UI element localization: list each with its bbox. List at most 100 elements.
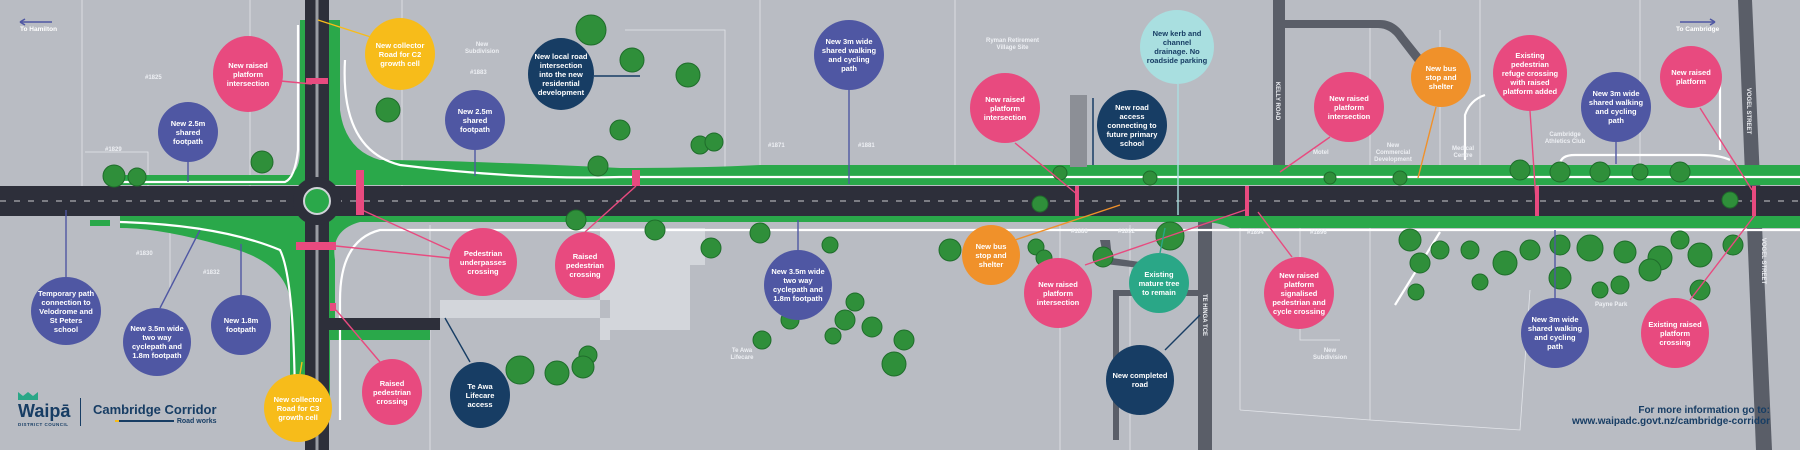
callout-bus-stop-shelter: New bus stop and shelter [962,225,1020,285]
logo-divider [80,398,81,426]
callout-raised-platform-intersection: New raised platform intersection [213,36,283,112]
tree-icon [1721,191,1739,209]
callout-local-road-intersection: New local road intersection into the new… [528,38,594,110]
tree-icon [544,360,570,386]
tree-icon [1471,273,1489,291]
tree-icon [250,150,274,174]
place-label: Motel [1313,150,1329,156]
callout-c2-collector-road: New collector Road for C2 growth cell [365,18,435,90]
tree-icon [881,351,907,377]
shared-paths [110,25,1800,421]
more-info: For more information go to: www.waipadc.… [1572,405,1770,427]
callout-bus-stop-shelter: New bus stop and shelter [1411,47,1471,107]
place-label: #1883 [470,70,487,76]
callout-raised-platform-intersection: New raised platform intersection [1024,258,1092,328]
place-label: #1881 [858,143,875,149]
place-label: #1892 [1118,229,1135,235]
callout-signalised-crossing: New raised platform signalised pedestria… [1264,257,1334,329]
place-label: Medical Centre [1451,146,1474,160]
tree-icon [861,316,883,338]
place-label: New Subdivision [1312,348,1347,362]
crown-icon [18,392,38,400]
tree-icon [1052,165,1068,181]
tree-icon [565,209,587,231]
tree-icon [1591,281,1609,299]
tree-icon [1509,159,1531,181]
tree-icon [1519,239,1541,261]
tree-icon [1323,171,1337,185]
place-label: #1894 [1247,230,1264,236]
leader-lines [65,19,1756,375]
callout-completed-road: New completed road [1106,345,1174,415]
council-name: Waipā [18,401,71,421]
tree-icon [1031,195,1049,213]
callout-cyclepath-footpath: New 3.5m wide two way cyclepath and 1.8m… [764,250,832,320]
tree-icon [704,132,724,152]
tree-icon [1430,240,1450,260]
council-subtitle: DISTRICT COUNCIL [18,422,69,427]
tree-icon [845,292,865,312]
tree-icon [1392,170,1408,186]
tree-icon [575,14,607,46]
callout-c3-collector-road: New collector Road for C3 growth cell [264,374,332,442]
callout-shared-footpath: New 2.5m shared footpath [445,90,505,150]
tree-icon [375,97,401,123]
callout-mature-tree: Existing mature tree to remain [1129,253,1189,313]
place-label: #1896 [1310,230,1327,236]
place-label: New Commercial Development [1374,143,1412,164]
callout-shared-walking-cycling-path: New 3m wide shared walking and cycling p… [814,20,884,90]
place-label: #1832 [203,270,220,276]
tree-icon [1549,161,1571,183]
lifecare-carpark [440,228,705,340]
callout-school-road-access: New road access connecting to future pri… [1097,90,1167,160]
callout-raised-platform-intersection: New raised platform intersection [1314,72,1384,142]
tree-icon [752,330,772,350]
tree-icon [1548,266,1572,290]
place-label: #1825 [145,75,162,81]
tree-icon [1631,163,1649,181]
tree-icon [821,236,839,254]
callout-footpath: New 1.8m footpath [211,295,271,355]
tree-icon [893,329,915,351]
tree-icon [834,309,856,331]
tree-icon [1576,234,1604,262]
road-arrow-icon [114,420,174,423]
tree-icon [644,219,666,241]
place-label: #1830 [136,251,153,257]
tree-icon [1669,161,1691,183]
place-label: #1886 [1071,229,1088,235]
roundabout [293,177,341,225]
street-label-kelly-road: KELLY ROAD [1274,81,1281,121]
tree-icon [127,167,147,187]
place-label: Te Awa Lifecare [730,348,754,362]
tree-icon [1398,228,1422,252]
tree-icon [1142,170,1158,186]
project-name: Cambridge Corridor [93,402,217,417]
callout-lifecare-access: Te Awa Lifecare access [450,362,510,428]
street-label-vogel-street: VOGEL STREET [1760,237,1767,285]
more-info-url[interactable]: www.waipadc.govt.nz/cambridge-corridor [1572,416,1770,427]
tree-icon [505,355,535,385]
tree-icon [1409,252,1431,274]
tree-icon [102,164,126,188]
tree-icon [587,155,609,177]
callout-kerb-channel-drainage: New kerb and channel drainage. No roadsi… [1140,10,1214,84]
tree-icon [619,47,645,73]
to-hamilton-label: To Hamilton [20,26,58,33]
tree-icon [1492,250,1518,276]
callout-refuge-crossing-raised-platform: Existing pedestrian refuge crossing with… [1493,35,1567,111]
tree-icon [1549,234,1571,256]
tree-icon [609,119,631,141]
callout-pedestrian-underpasses: Pedestrian underpasses crossing [449,228,517,296]
tree-icon [1687,242,1713,268]
place-label: Cambridge Athletics Club [1544,132,1586,146]
waipa-logo: Waipā DISTRICT COUNCIL [18,392,70,427]
tree-icon [824,327,842,345]
callout-shared-footpath: New 2.5m shared footpath [158,102,218,162]
tree-icon [1613,240,1637,264]
direction-arrows [19,18,1716,26]
tree-icon [700,237,722,259]
tree-icon [1460,240,1480,260]
tree-icon [1670,230,1690,250]
